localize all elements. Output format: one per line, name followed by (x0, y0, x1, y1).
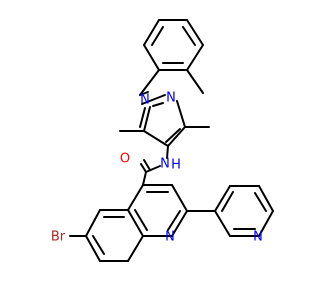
bond (171, 184, 188, 212)
bond (182, 26, 196, 46)
atom-labels: N N N H O Br N N (51, 91, 263, 245)
bond (258, 185, 274, 212)
bond (141, 94, 166, 105)
bond (134, 209, 148, 231)
pyridine-nitrogen-label: N (253, 230, 263, 245)
bond (258, 210, 274, 237)
bond (167, 210, 181, 231)
bond (127, 209, 144, 237)
bonds (69, 19, 274, 262)
molecule-drawing: N N N H O Br N N (51, 19, 274, 262)
bond (186, 19, 204, 46)
bond (143, 44, 160, 71)
pyrazole-n1-label: N (140, 93, 150, 108)
bond (145, 165, 161, 173)
bond (166, 145, 169, 159)
bond (151, 26, 164, 46)
bond (143, 159, 151, 171)
bond (214, 185, 231, 212)
structure-canvas: N N N H O Br N N (51, 19, 274, 262)
bond (143, 19, 160, 46)
bond (127, 235, 144, 262)
amide-nitrogen-label: N (160, 157, 170, 172)
bond (139, 91, 149, 96)
bond (143, 106, 151, 132)
quinoline-nitrogen-label: N (165, 230, 175, 245)
bond (140, 163, 147, 173)
bond (152, 102, 164, 107)
bond (85, 235, 101, 262)
bond (143, 130, 169, 147)
amide-oxygen-label: O (120, 152, 130, 167)
bond (139, 107, 146, 128)
bond (167, 126, 186, 147)
amide-hydrogen-label: H (171, 158, 181, 173)
bond (254, 192, 267, 212)
pyrazole-n2-label: N (166, 91, 176, 106)
bond (85, 209, 101, 237)
bond (186, 44, 204, 71)
bond (221, 191, 234, 212)
bond (176, 100, 186, 128)
bond (127, 184, 144, 211)
bond (186, 69, 204, 94)
bromine-label: Br (51, 230, 66, 245)
bond (165, 128, 181, 143)
bond (171, 210, 188, 237)
bond (142, 171, 147, 186)
bond (92, 235, 105, 255)
bond (214, 210, 231, 237)
bond (139, 69, 160, 96)
